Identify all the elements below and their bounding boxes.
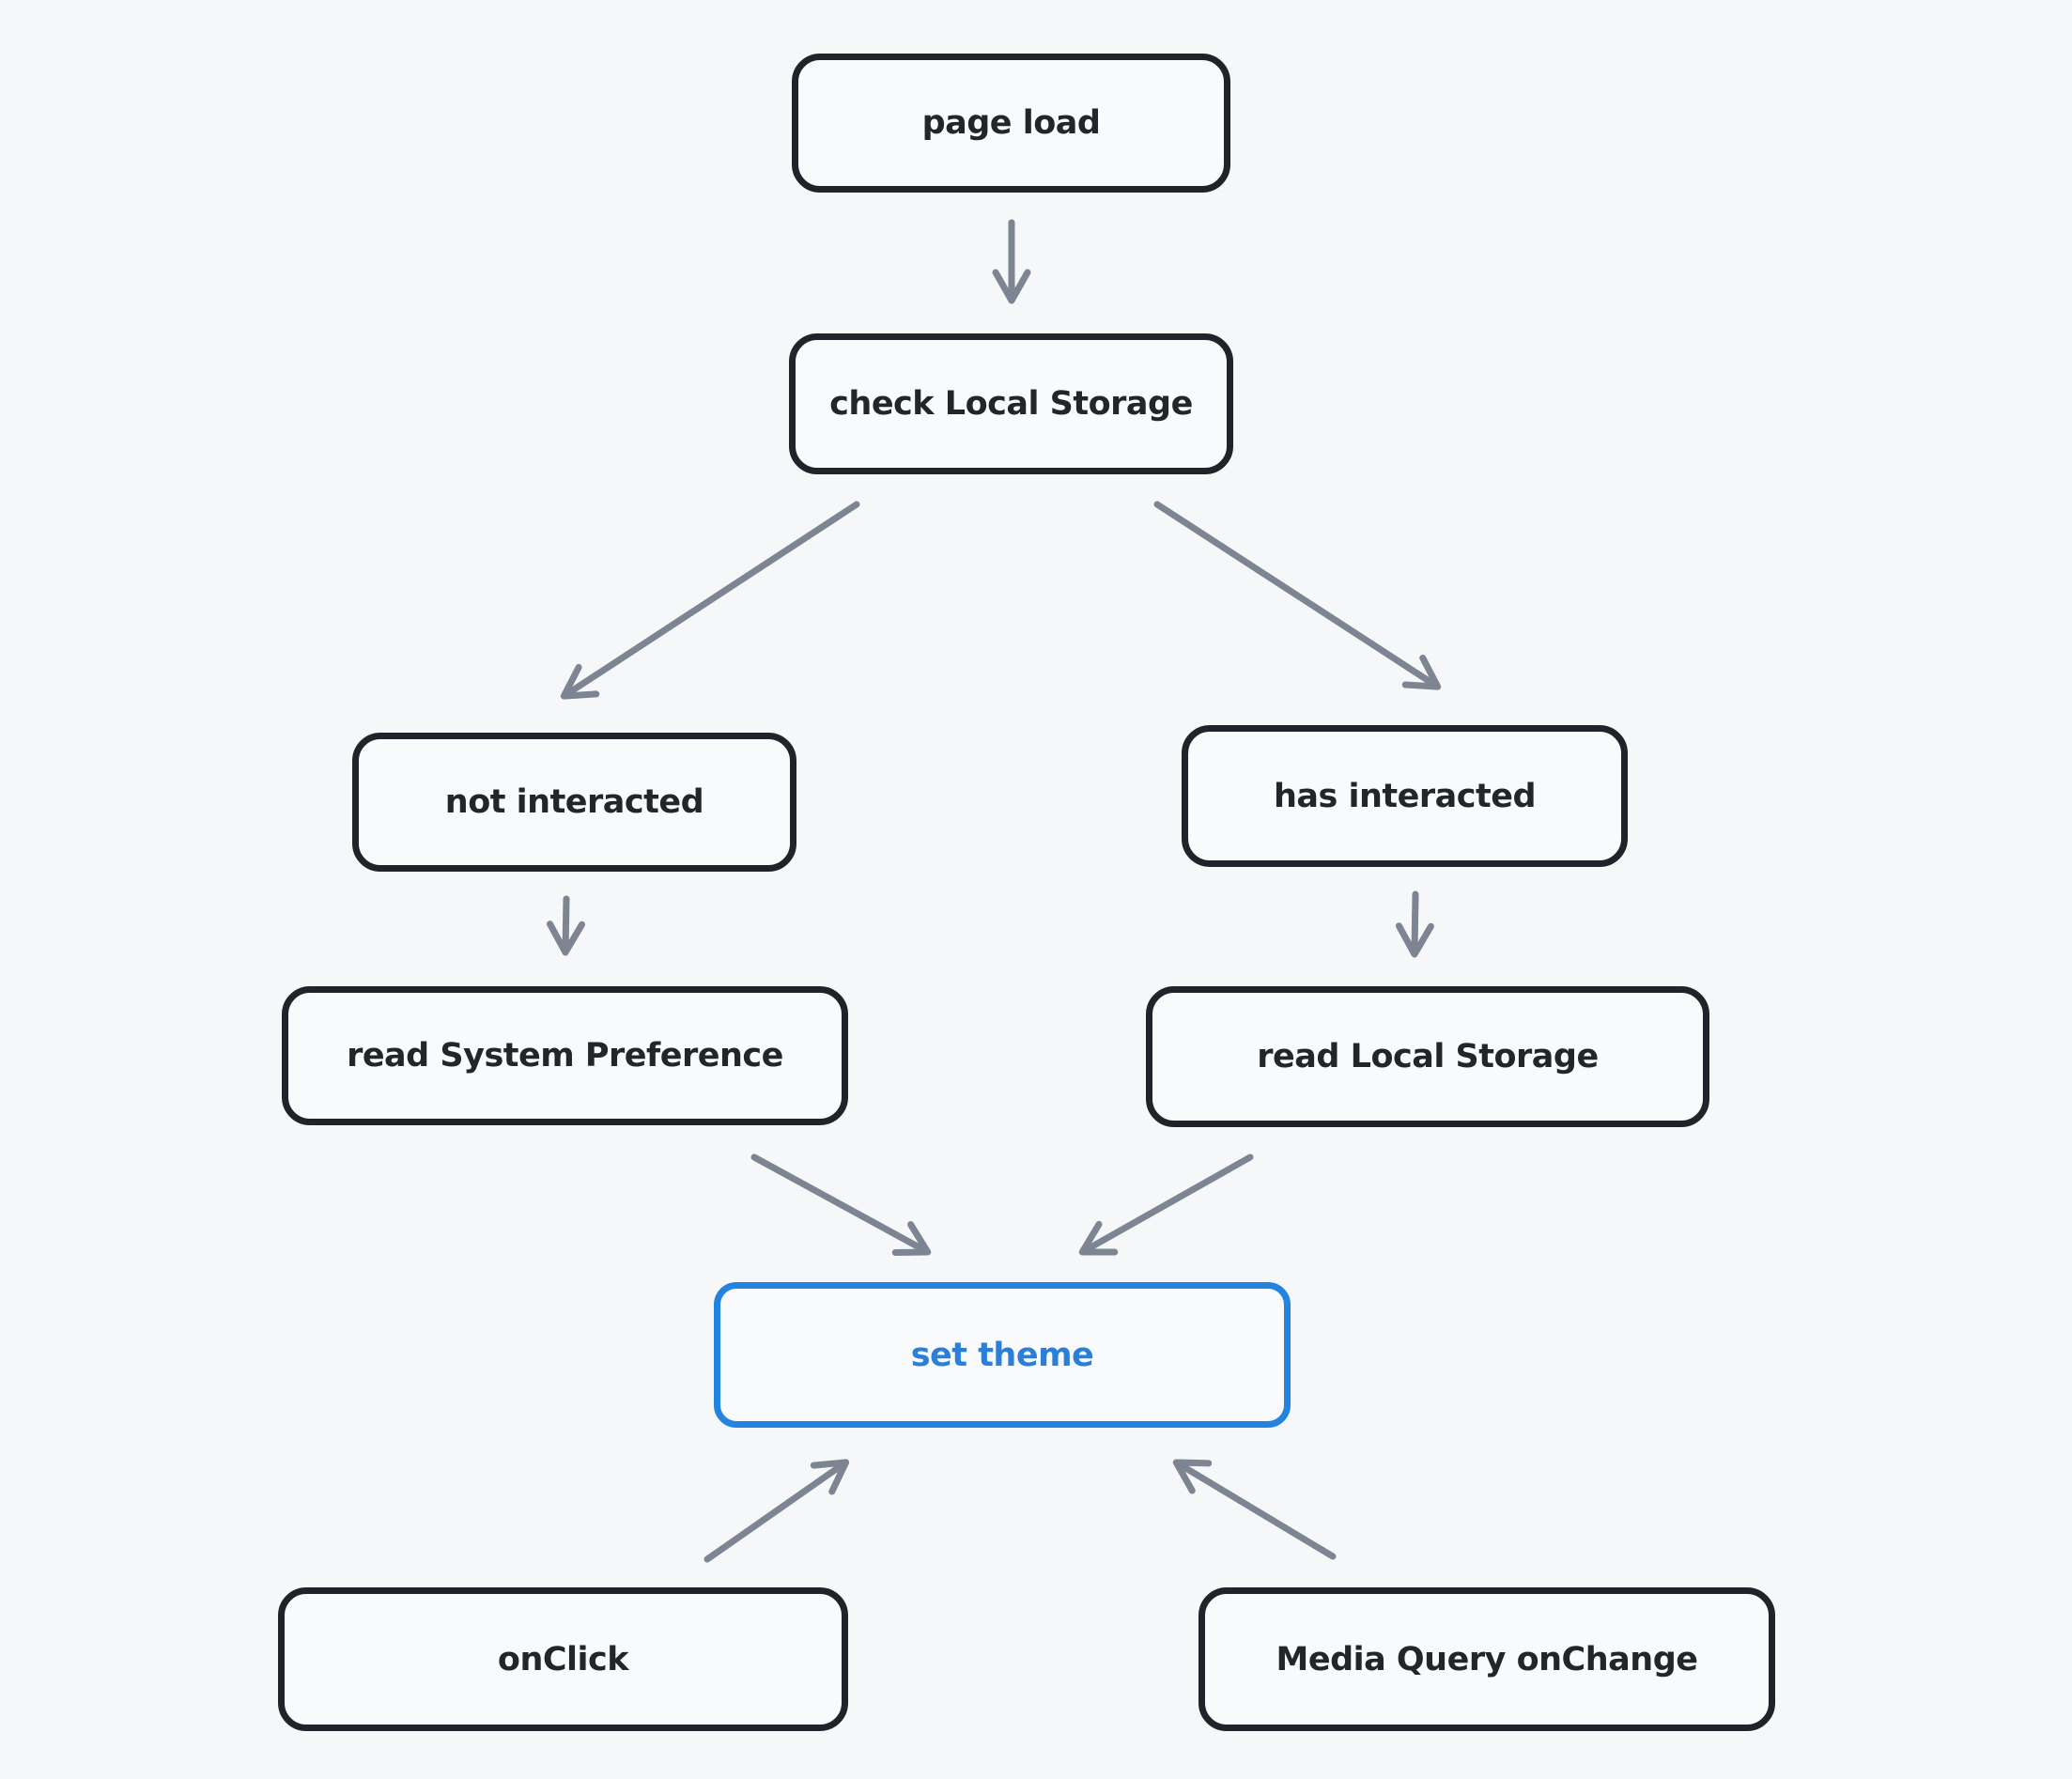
- arrow-read-local-storage-to-set-theme: [1078, 1153, 1254, 1256]
- node-read-local-storage: read Local Storage: [1146, 986, 1709, 1127]
- arrow-onclick-to-set-theme: [704, 1459, 850, 1563]
- node-media-query-onchange: Media Query onChange: [1198, 1587, 1775, 1731]
- node-page-load: page load: [792, 54, 1230, 193]
- node-check-local-storage: check Local Storage: [789, 333, 1233, 474]
- node-media-query-onchange-label: Media Query onChange: [1276, 1640, 1698, 1678]
- node-not-interacted-label: not interacted: [444, 783, 704, 821]
- node-has-interacted-label: has interacted: [1273, 777, 1537, 815]
- node-onclick-label: onClick: [497, 1640, 629, 1678]
- arrow-not-interacted-to-read-system-preference: [547, 895, 586, 956]
- node-set-theme-label: set theme: [910, 1336, 1094, 1374]
- node-has-interacted: has interacted: [1182, 725, 1628, 867]
- node-set-theme: set theme: [714, 1282, 1291, 1428]
- node-not-interacted: not interacted: [352, 733, 796, 872]
- arrow-read-system-preference-to-set-theme: [750, 1153, 932, 1256]
- node-read-system-preference: read System Preference: [282, 986, 848, 1125]
- node-check-local-storage-label: check Local Storage: [829, 385, 1193, 423]
- node-read-local-storage-label: read Local Storage: [1257, 1038, 1599, 1075]
- arrow-check-local-storage-to-not-interacted: [560, 501, 860, 700]
- arrow-media-query-onchange-to-set-theme: [1172, 1459, 1337, 1560]
- node-onclick: onClick: [278, 1587, 848, 1731]
- arrow-check-local-storage-to-has-interacted: [1153, 501, 1442, 690]
- node-read-system-preference-label: read System Preference: [347, 1037, 783, 1075]
- node-page-load-label: page load: [921, 104, 1101, 142]
